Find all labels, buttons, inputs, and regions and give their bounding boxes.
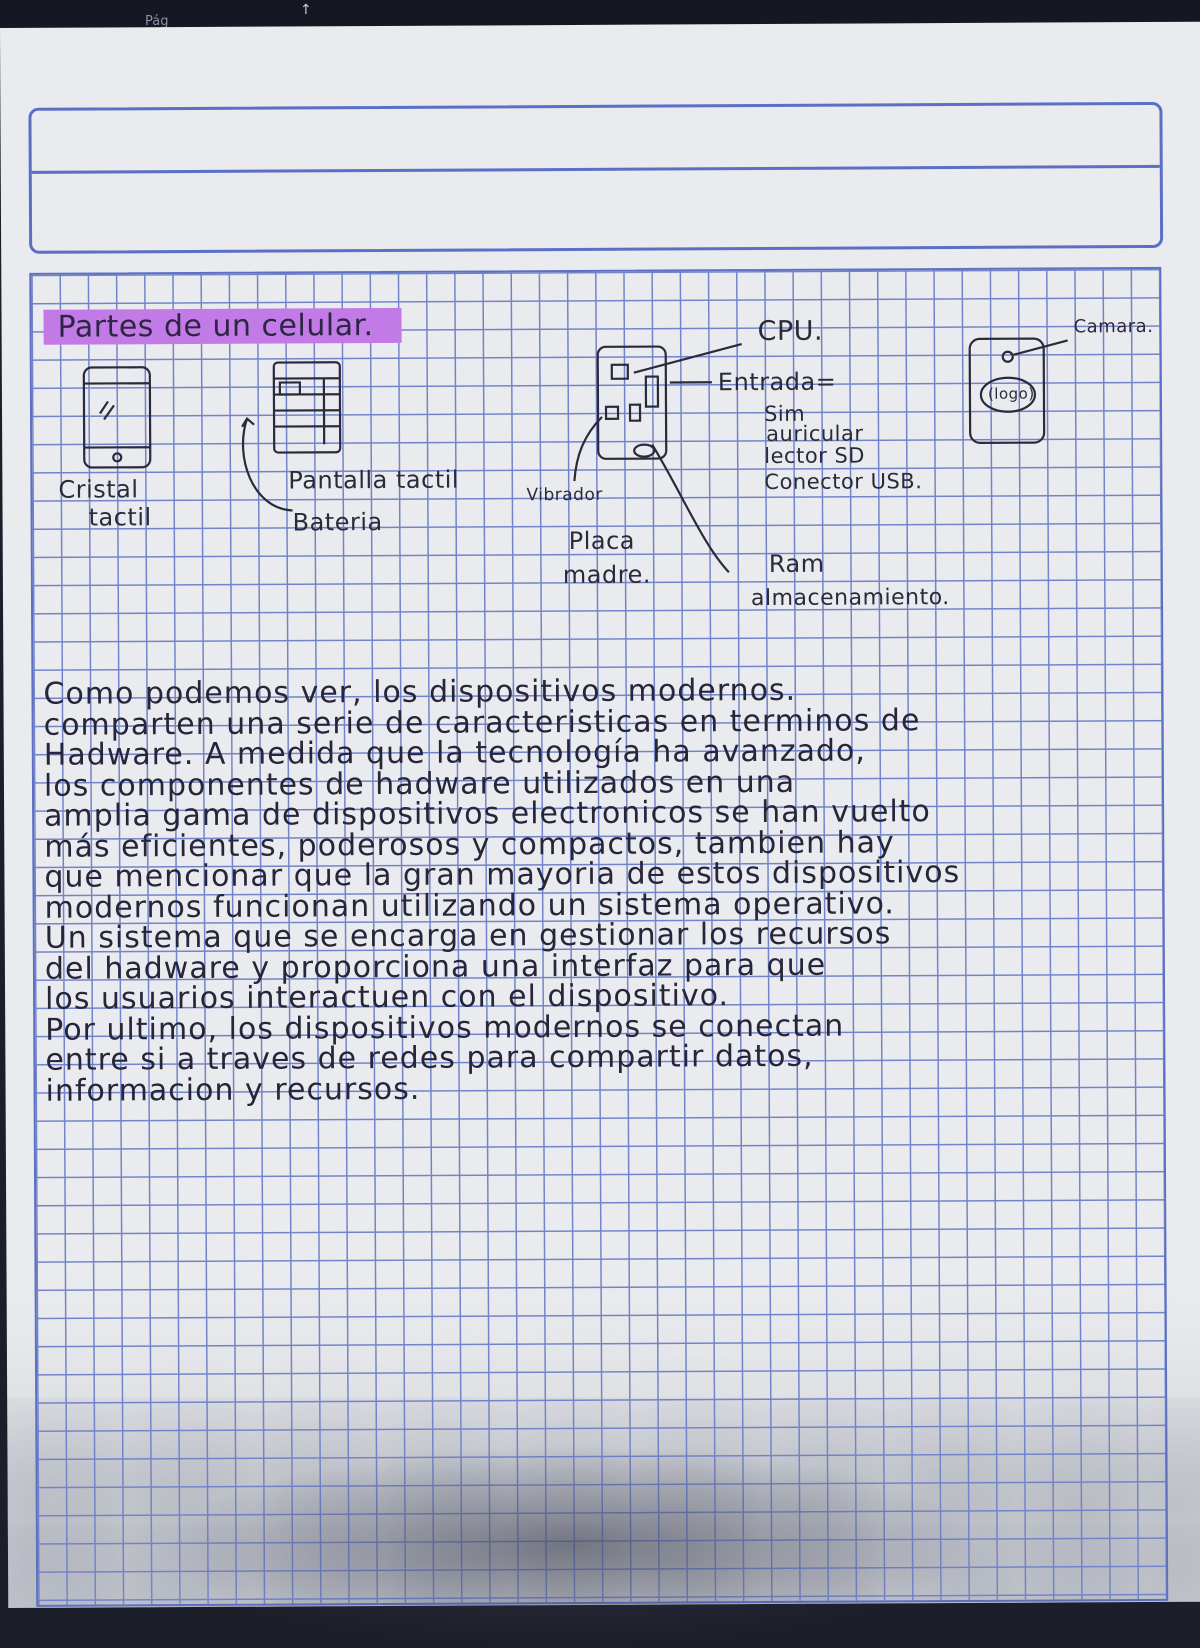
label-board-2: madre. [563, 561, 651, 589]
paragraph-line: informacion y recursos. [45, 1070, 1165, 1106]
up-arrow-icon: ↑ [300, 2, 312, 18]
label-ram-1: Ram [769, 550, 825, 578]
label-crystal-1: Cristal [58, 475, 138, 503]
notebook-page: Partes de un celular. [0, 22, 1200, 1608]
label-vibrator: Vibrador [526, 485, 602, 505]
label-board-1: Placa [569, 527, 635, 555]
label-input-sd: lector SD [764, 443, 865, 468]
paragraph: Como podemos ver, los dispositivos moder… [43, 674, 1165, 1107]
label-ram-2: almacenamiento. [751, 585, 950, 611]
label-battery: Bateria [293, 508, 383, 536]
hand-shadow [157, 1443, 978, 1647]
label-cpu: CPU. [758, 316, 824, 347]
label-screen: Pantalla tactil [288, 466, 459, 495]
label-input-headphone: auricular [766, 421, 863, 446]
label-crystal-2: tactil [88, 503, 151, 531]
label-inputs-title: Entrada= [718, 368, 837, 397]
phone-crystal-drawing [84, 367, 151, 467]
label-camera: Camara. [1074, 316, 1154, 337]
label-logo: (logo) [988, 385, 1035, 403]
label-input-usb: Conector USB. [764, 469, 922, 494]
